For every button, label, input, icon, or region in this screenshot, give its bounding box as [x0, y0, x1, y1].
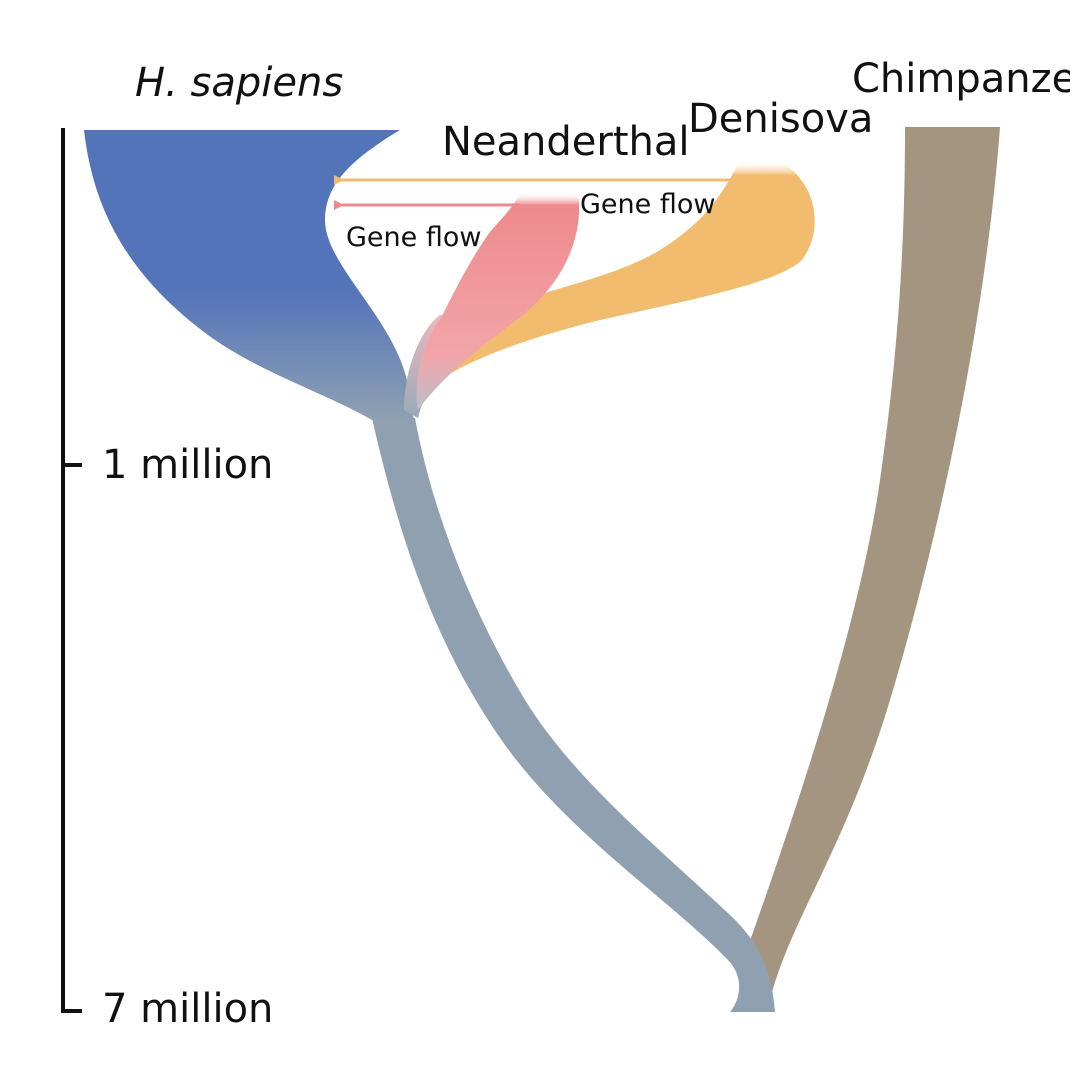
gene-flow-label-denisova: Gene flow [580, 189, 715, 220]
neanderthal-branch [416, 192, 580, 410]
time-scale-axis [61, 128, 82, 1013]
time-label-1-million: 1 million [102, 442, 273, 488]
h-sapiens-branch [84, 130, 415, 422]
h-sapiens-label: H. sapiens [135, 60, 343, 106]
denisova-branch [437, 160, 815, 380]
chimpanzee-label: Chimpanzee [852, 56, 1070, 102]
ancestral-human-branch [372, 418, 775, 1012]
chimpanzee-branch [745, 127, 1000, 1000]
time-label-7-million: 7 million [102, 986, 273, 1032]
neanderthal-label: Neanderthal [442, 119, 690, 165]
denisova-label: Denisova [688, 96, 873, 142]
gene-flow-label-neanderthal: Gene flow [346, 222, 481, 253]
